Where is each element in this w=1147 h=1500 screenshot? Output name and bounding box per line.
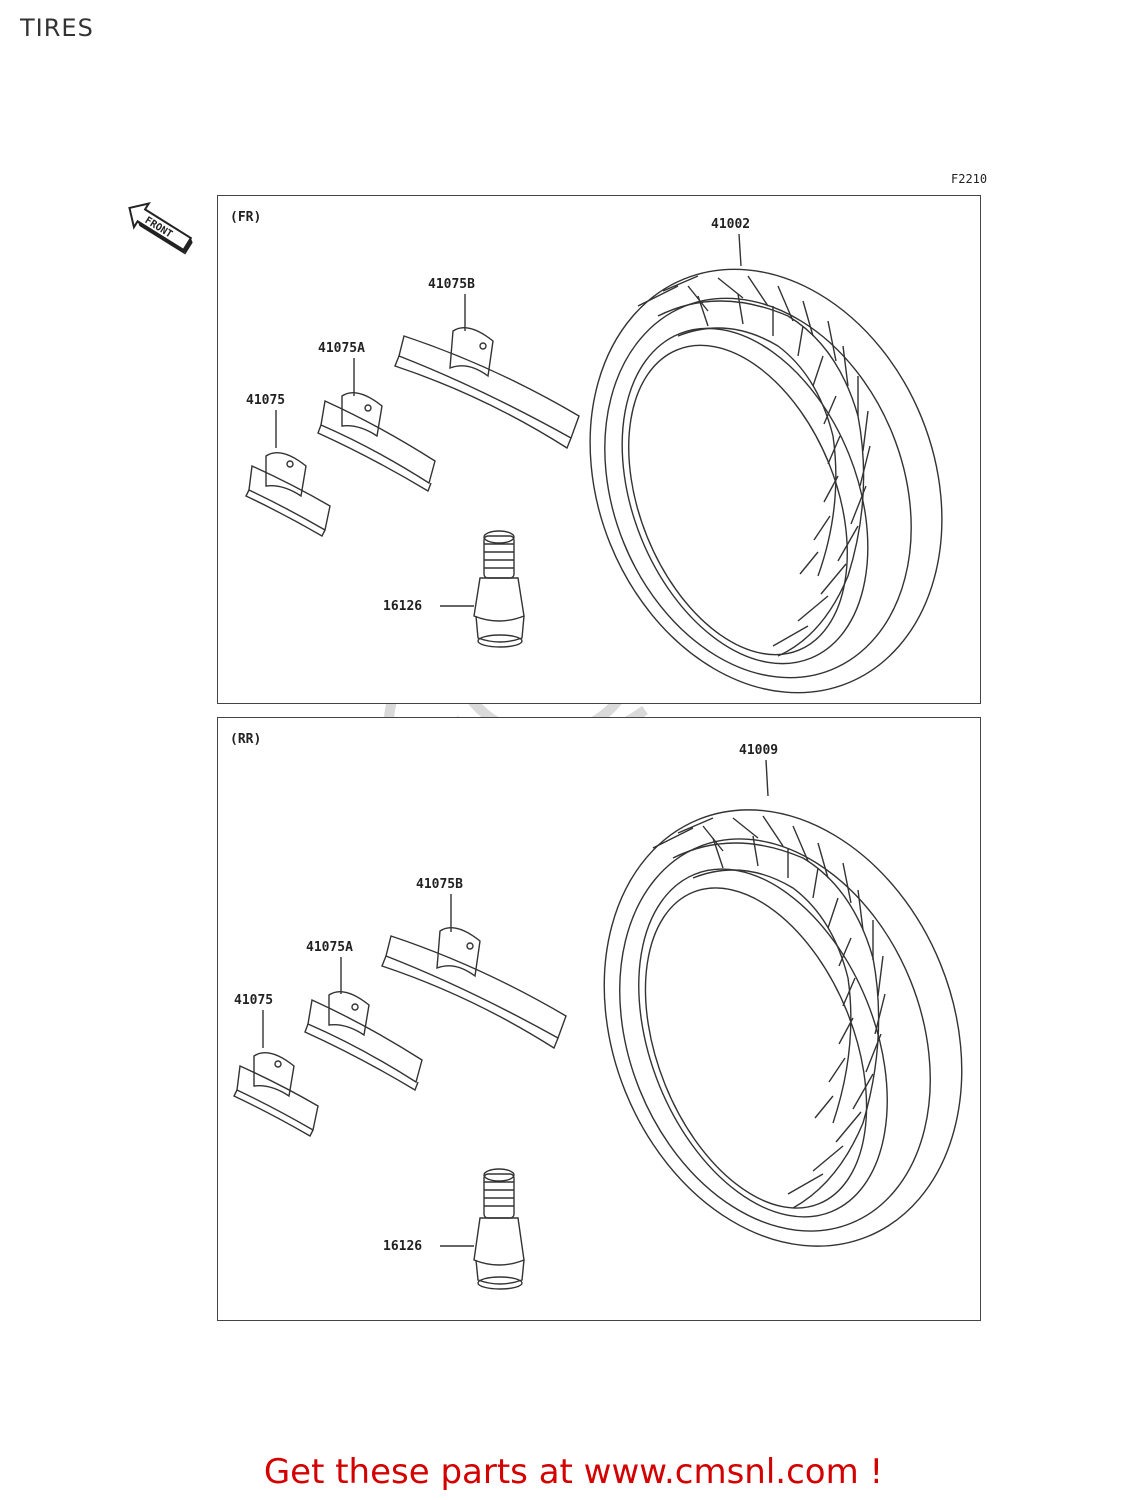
front-valve-drawing bbox=[473, 530, 525, 648]
rear-panel: (RR) 41009 41075B 41075A 41075 16126 bbox=[217, 717, 981, 1321]
part-number-front-tire[interactable]: 41002 bbox=[711, 217, 751, 232]
rear-weight-a-drawing bbox=[304, 991, 423, 1092]
footer-link[interactable]: Get these parts at www.cmsnl.com ! bbox=[263, 1452, 884, 1492]
rear-weight-b-drawing bbox=[381, 927, 567, 1050]
figure-code: F2210 bbox=[951, 172, 988, 186]
part-number-rear-weight-b[interactable]: 41075B bbox=[416, 877, 463, 892]
part-number-front-valve[interactable]: 16126 bbox=[383, 599, 423, 614]
part-number-front-weight-b[interactable]: 41075B bbox=[428, 277, 475, 292]
rear-parts-drawing bbox=[233, 759, 963, 1290]
part-number-rear-weight[interactable]: 41075 bbox=[234, 993, 274, 1008]
rear-weight-drawing bbox=[233, 1052, 319, 1137]
front-panel-label: (FR) bbox=[230, 210, 262, 225]
front-weight-drawing bbox=[245, 452, 331, 537]
front-panel: (FR) 41002 41075B 41075A 41075 16126 bbox=[217, 195, 981, 704]
rear-valve-drawing bbox=[473, 1168, 525, 1290]
front-weight-b-drawing bbox=[394, 327, 580, 450]
page-title: TIRES bbox=[20, 14, 94, 42]
front-parts-drawing bbox=[245, 233, 943, 694]
front-arrow-icon: FRONT bbox=[128, 201, 193, 255]
rear-panel-label: (RR) bbox=[230, 732, 262, 747]
part-number-rear-weight-a[interactable]: 41075A bbox=[306, 940, 353, 955]
part-number-front-weight-a[interactable]: 41075A bbox=[318, 341, 365, 356]
front-tire-drawing bbox=[589, 268, 943, 694]
part-number-rear-valve[interactable]: 16126 bbox=[383, 1239, 423, 1254]
front-weight-a-drawing bbox=[317, 392, 436, 493]
part-number-rear-tire[interactable]: 41009 bbox=[739, 743, 779, 758]
rear-tire-drawing bbox=[603, 809, 963, 1247]
part-number-front-weight[interactable]: 41075 bbox=[246, 393, 286, 408]
